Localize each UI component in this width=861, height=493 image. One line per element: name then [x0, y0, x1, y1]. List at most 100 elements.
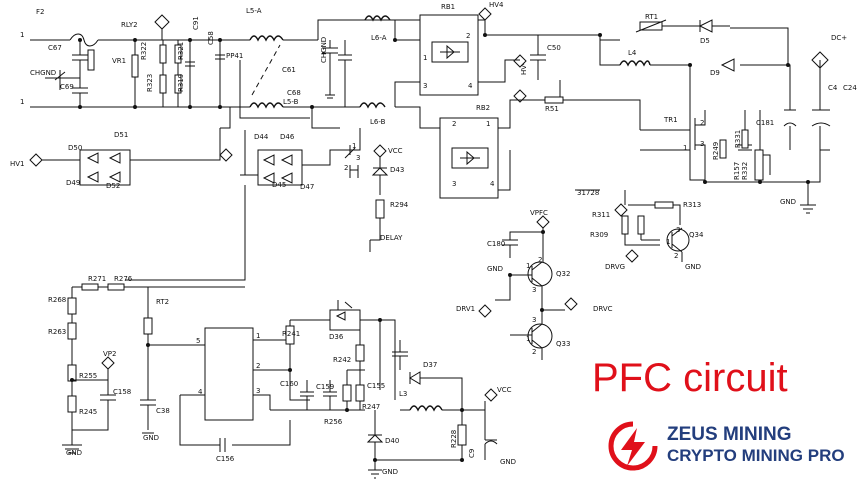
- label-vcc-2: VCC: [497, 386, 512, 394]
- label-l3: L3: [399, 390, 407, 398]
- label-gnd-4: GND: [66, 449, 82, 457]
- label-c4: C4: [828, 84, 838, 92]
- label-d51: D51: [114, 131, 128, 139]
- label-vp2: VP2: [103, 350, 116, 358]
- fuse-f2: [69, 33, 99, 47]
- label-r309: R309: [590, 231, 608, 239]
- pin-ic-1: 1: [256, 332, 260, 340]
- pin-rb2-4: 4: [490, 180, 495, 188]
- label-31728: 31728: [577, 189, 599, 197]
- label-r242: R242: [333, 356, 351, 364]
- label-dc-plus: DC+: [831, 34, 847, 42]
- label-r228: R228: [450, 430, 458, 448]
- label-d37: D37: [423, 361, 437, 369]
- pin-rb2-1: 1: [486, 120, 490, 128]
- pin-tr1-1: 1: [683, 144, 687, 152]
- label-r51: R51: [545, 105, 559, 113]
- label-rt2: RT2: [156, 298, 169, 306]
- pin-q33-1: 1: [526, 335, 530, 343]
- pin-rb2-3: 3: [452, 180, 456, 188]
- label-l5b: L5-B: [283, 98, 299, 106]
- label-r255: R255: [79, 372, 97, 380]
- label-r323: R323: [146, 74, 154, 92]
- aux-supply-output: [366, 371, 498, 479]
- pin-q34-2: 2: [674, 252, 678, 260]
- label-gnd: GND: [780, 198, 796, 206]
- chgnd-caps: [322, 40, 352, 107]
- label-drvg: DRVG: [605, 263, 625, 271]
- label-gnd-3: GND: [487, 265, 503, 273]
- label-c156: C156: [216, 455, 235, 463]
- junction-dots: [70, 33, 810, 462]
- pin-tr1-3: 3: [700, 140, 704, 148]
- pin-ic-5: 5: [196, 337, 200, 345]
- label-gnd-6: GND: [382, 468, 398, 476]
- pin-relay-1: 1: [352, 142, 356, 150]
- component-labels: F2 1 1 C67 CHGND C69 VR1 RLY2 R322 R321 …: [10, 1, 857, 476]
- pin-rb1-2: 2: [466, 32, 470, 40]
- aux-bridge-d44-d47: [240, 128, 361, 186]
- label-d5: D5: [700, 37, 710, 45]
- inductor-l5: [239, 35, 310, 119]
- label-c159: C159: [316, 383, 334, 391]
- pin-ic-4: 4: [198, 388, 203, 396]
- label-l5a: L5-A: [246, 7, 262, 15]
- label-c50: C50: [547, 44, 561, 52]
- label-q34: Q34: [689, 231, 704, 239]
- label-rb2: RB2: [476, 104, 490, 112]
- label-r256: R256: [324, 418, 343, 426]
- label-delay: DELAY: [380, 234, 403, 242]
- label-d40: D40: [385, 437, 399, 445]
- label-r263: R263: [48, 328, 66, 336]
- label-r321: R321: [177, 42, 185, 60]
- label-d46: D46: [280, 133, 295, 141]
- label-one-bottom: 1: [20, 98, 24, 106]
- d36-network: [329, 300, 408, 410]
- label-r319: R319: [177, 74, 185, 92]
- label-r322: R322: [140, 42, 148, 60]
- label-q33: Q33: [556, 340, 570, 348]
- lightning-circle-icon: [608, 421, 658, 471]
- pin-rb1-1: 1: [423, 54, 427, 62]
- label-l6a: L6-A: [371, 34, 387, 42]
- pin-relay-2: 2: [344, 164, 348, 172]
- relay-vcc: [340, 144, 389, 252]
- label-c155: C155: [367, 382, 385, 390]
- label-gnd-2: GND: [685, 263, 701, 271]
- logo-line1: ZEUS MINING: [667, 424, 792, 445]
- pin-q32-3: 3: [532, 286, 536, 294]
- label-r276: R276: [114, 275, 133, 283]
- transistor-tr1: [640, 110, 816, 214]
- label-d50: D50: [68, 144, 82, 152]
- label-c61: C61: [282, 66, 296, 74]
- pin-q32-2: 2: [538, 256, 542, 264]
- label-r268: R268: [48, 296, 66, 304]
- label-vpfc: VPFC: [530, 209, 548, 217]
- label-d44: D44: [254, 133, 269, 141]
- label-c158: C158: [113, 388, 131, 396]
- bridge-rb2: [439, 117, 499, 199]
- label-c24: C24: [843, 84, 857, 92]
- caption-title: PFC circuit: [592, 356, 788, 400]
- pin-rb1-4: 4: [468, 82, 473, 90]
- label-r294: R294: [390, 201, 409, 209]
- label-r271: R271: [88, 275, 106, 283]
- pin-q34-1: 1: [666, 238, 670, 246]
- pin-relay-3: 3: [356, 154, 360, 162]
- brand-logo: ZEUS MINING CRYPTO MINING PRO: [607, 420, 857, 475]
- label-r245: R245: [79, 408, 97, 416]
- label-c181: C181: [756, 119, 774, 127]
- label-r241: R241: [282, 330, 300, 338]
- label-q32: Q32: [556, 270, 570, 278]
- label-d52: D52: [106, 182, 120, 190]
- label-gnd-5: GND: [143, 434, 159, 442]
- pin-q33-2: 2: [532, 348, 536, 356]
- label-c180: C180: [487, 240, 505, 248]
- label-l4: L4: [628, 49, 637, 57]
- label-d45: D45: [272, 181, 286, 189]
- label-tr1: TR1: [663, 116, 678, 124]
- label-chgnd-2: CHGND: [320, 37, 328, 63]
- label-c67: C67: [48, 44, 62, 52]
- label-c69: C69: [60, 83, 74, 91]
